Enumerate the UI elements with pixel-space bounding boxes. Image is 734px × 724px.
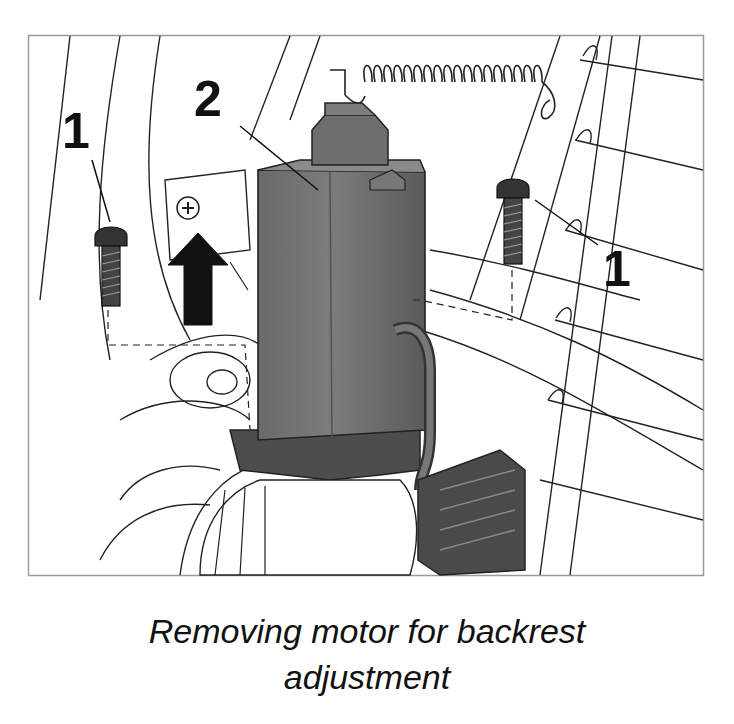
callout-number: 2 (194, 74, 222, 124)
callout-number: 1 (603, 244, 631, 294)
figure-caption: Removing motor for backrest adjustment (97, 608, 637, 700)
callout-number: 1 (62, 106, 90, 156)
